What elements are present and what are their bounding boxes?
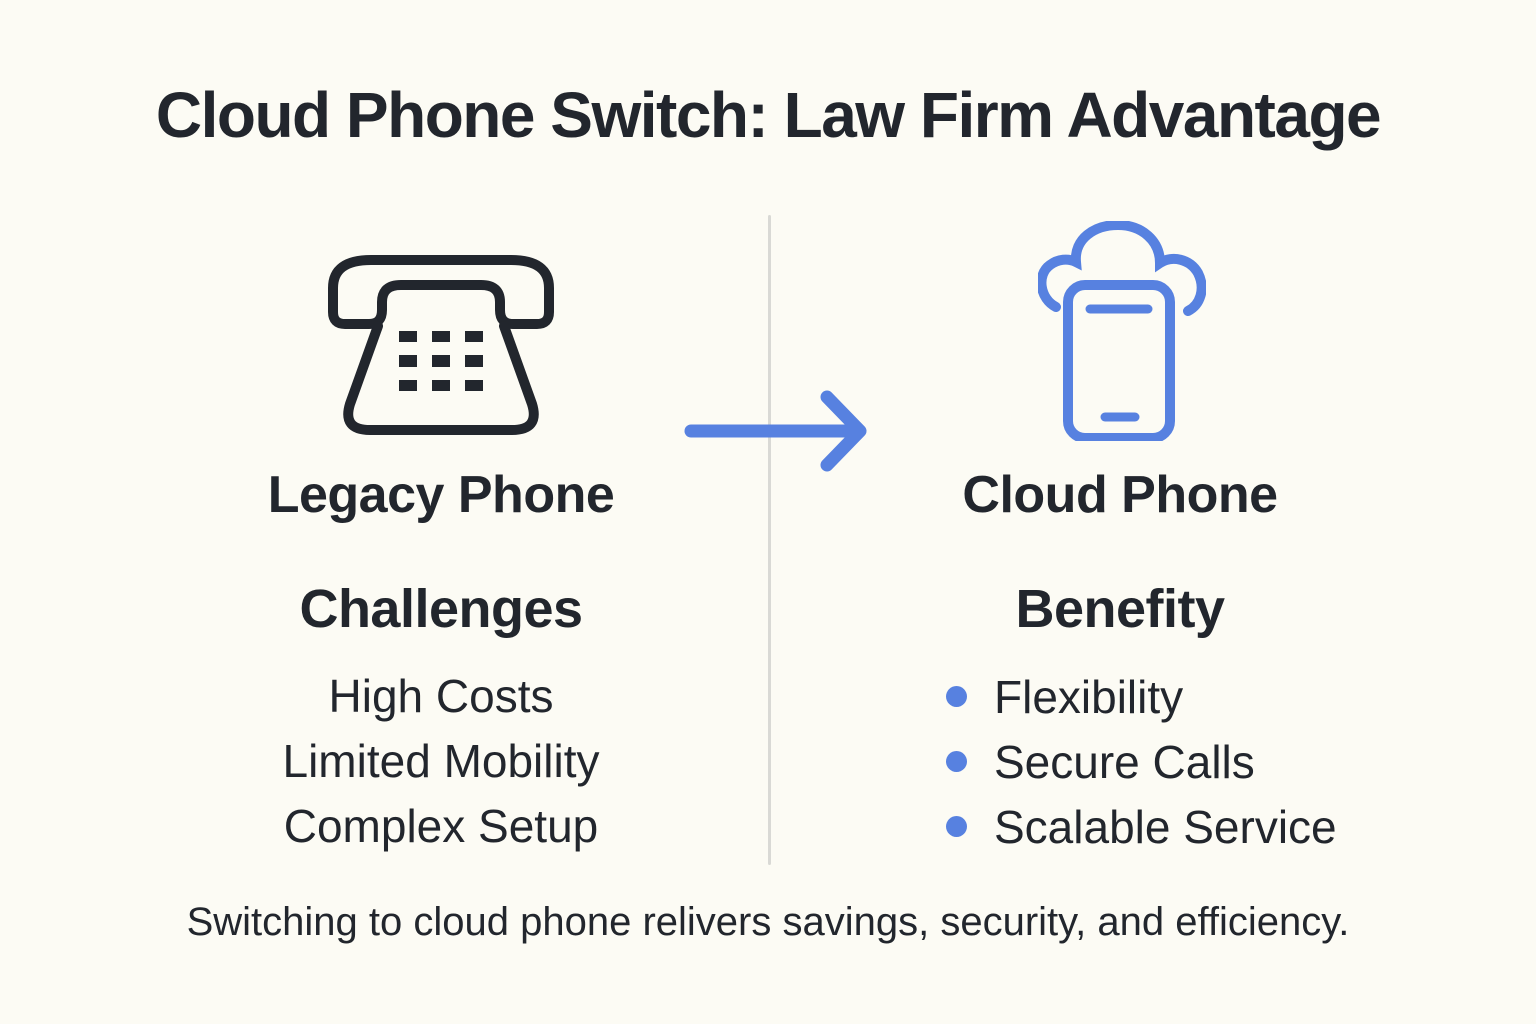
list-item: High Costs (328, 670, 554, 722)
bullet-dot-icon (946, 816, 967, 837)
list-item: Complex Setup (283, 800, 599, 852)
list-item: Limited Mobility (282, 735, 600, 787)
list-item: Secure Calls (946, 729, 1337, 794)
challenges-heading: Challenges (299, 579, 583, 639)
list-item: Flexibility (946, 664, 1337, 729)
cloud-phone-label: Cloud Phone (962, 466, 1278, 524)
bullet-dot-icon (946, 686, 967, 707)
legacy-phone-label: Legacy Phone (267, 466, 615, 524)
legacy-telephone-icon (325, 252, 557, 438)
footer-caption: Switching to cloud phone relivers saving… (186, 900, 1350, 944)
right-arrow-icon (683, 383, 873, 479)
benefits-heading: Benefity (1015, 579, 1225, 639)
cloud-phone-icon (1038, 221, 1206, 441)
list-item: Scalable Service (946, 794, 1337, 859)
bullet-dot-icon (946, 751, 967, 772)
vertical-divider (768, 215, 771, 865)
page-title: Cloud Phone Switch: Law Firm Advantage (155, 79, 1382, 151)
challenges-list: High Costs Limited Mobility Complex Setu… (121, 664, 761, 859)
benefits-list: Flexibility Secure Calls Scalable Servic… (946, 664, 1337, 859)
